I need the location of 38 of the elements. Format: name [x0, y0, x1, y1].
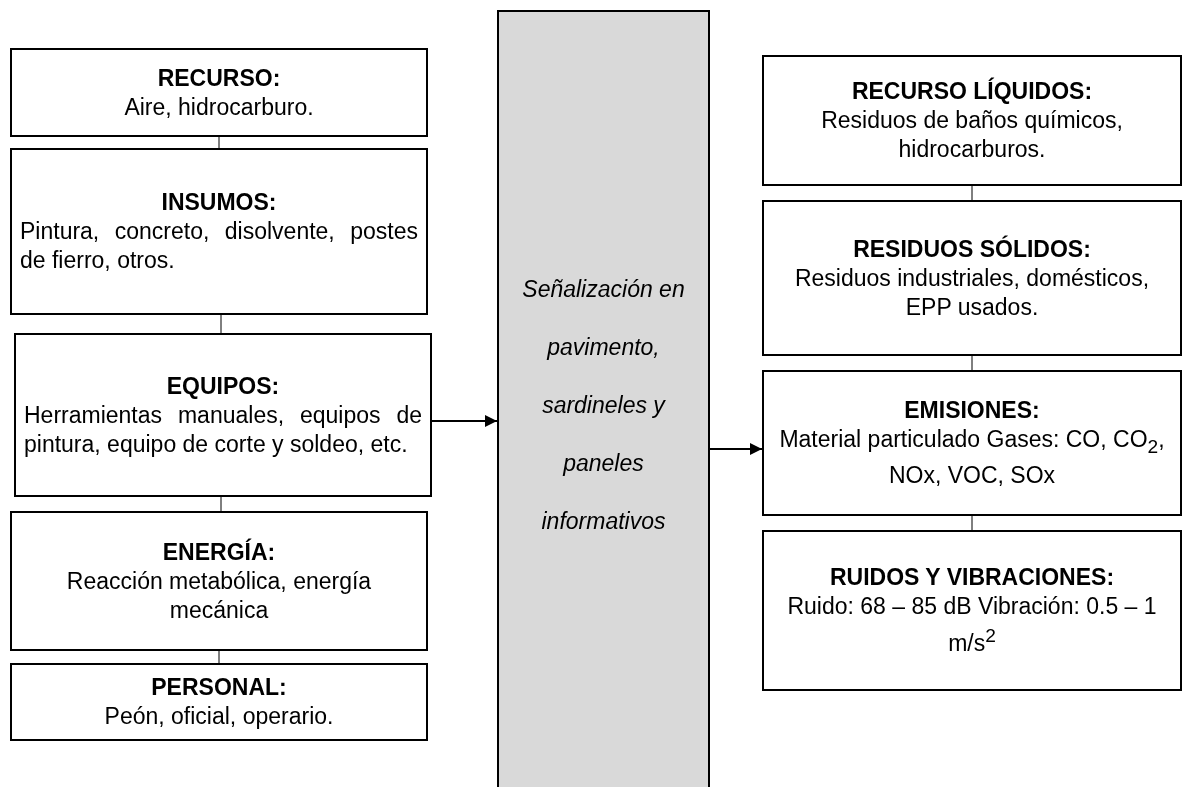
box-text: Aire, hidrocarburo. [123, 92, 315, 122]
box-heading: PERSONAL: [150, 673, 288, 702]
process-label: Señalización en pavimento, sardineles y paneles informativos [521, 275, 686, 536]
box-text: Residuos de baños químicos, hidrocarburos. [820, 106, 1124, 164]
category-box [10, 663, 428, 741]
category-box [762, 530, 1182, 691]
category-box [762, 55, 1182, 186]
box-text: Ruido: 68 – 85 dB Vibración: 0.5 – 1 m/s$^{2}$ [786, 592, 1158, 658]
box-text: Residuos industriales, domésticos, EPP usados. [793, 263, 1151, 322]
connector-line [218, 650, 220, 664]
box-heading: INSUMOS: [160, 188, 278, 217]
category-box [762, 370, 1182, 516]
category-box [762, 200, 1182, 356]
category-box [10, 48, 428, 137]
arrow [431, 415, 498, 427]
connector-line [220, 496, 222, 512]
connector-line [971, 515, 973, 531]
box-heading: RESIDUOS SÓLIDOS: [852, 234, 1092, 264]
box-heading: EMISIONES: [903, 396, 1041, 426]
box-heading: RECURSO: [156, 63, 282, 93]
category-box [10, 511, 428, 651]
box-text: Reacción metabólica, energía mecánica [65, 566, 373, 625]
box-text: Material particulado Gases: CO, CO$_{2}$, NOx, VOC, SOx [778, 425, 1166, 490]
category-box [10, 148, 428, 315]
connector-line [971, 355, 973, 371]
arrow [709, 443, 763, 455]
box-heading: RUIDOS Y VIBRACIONES: [828, 563, 1116, 593]
box-heading: RECURSO LÍQUIDOS: [850, 77, 1094, 106]
box-text: Herramientas manuales, equipos de pintura, equipo de corte y soldeo, etc. [24, 400, 422, 459]
box-text: Peón, oficial, operario. [103, 702, 335, 731]
box-text: Pintura, concreto, disolvente, postes de fierro, otros. [20, 217, 418, 275]
connector-line [220, 314, 222, 334]
box-heading: ENERGÍA: [161, 537, 277, 567]
box-heading: EQUIPOS: [165, 371, 281, 401]
category-box [14, 333, 432, 497]
connector-line [971, 185, 973, 201]
process-box [497, 10, 710, 787]
connector-line [218, 136, 220, 149]
